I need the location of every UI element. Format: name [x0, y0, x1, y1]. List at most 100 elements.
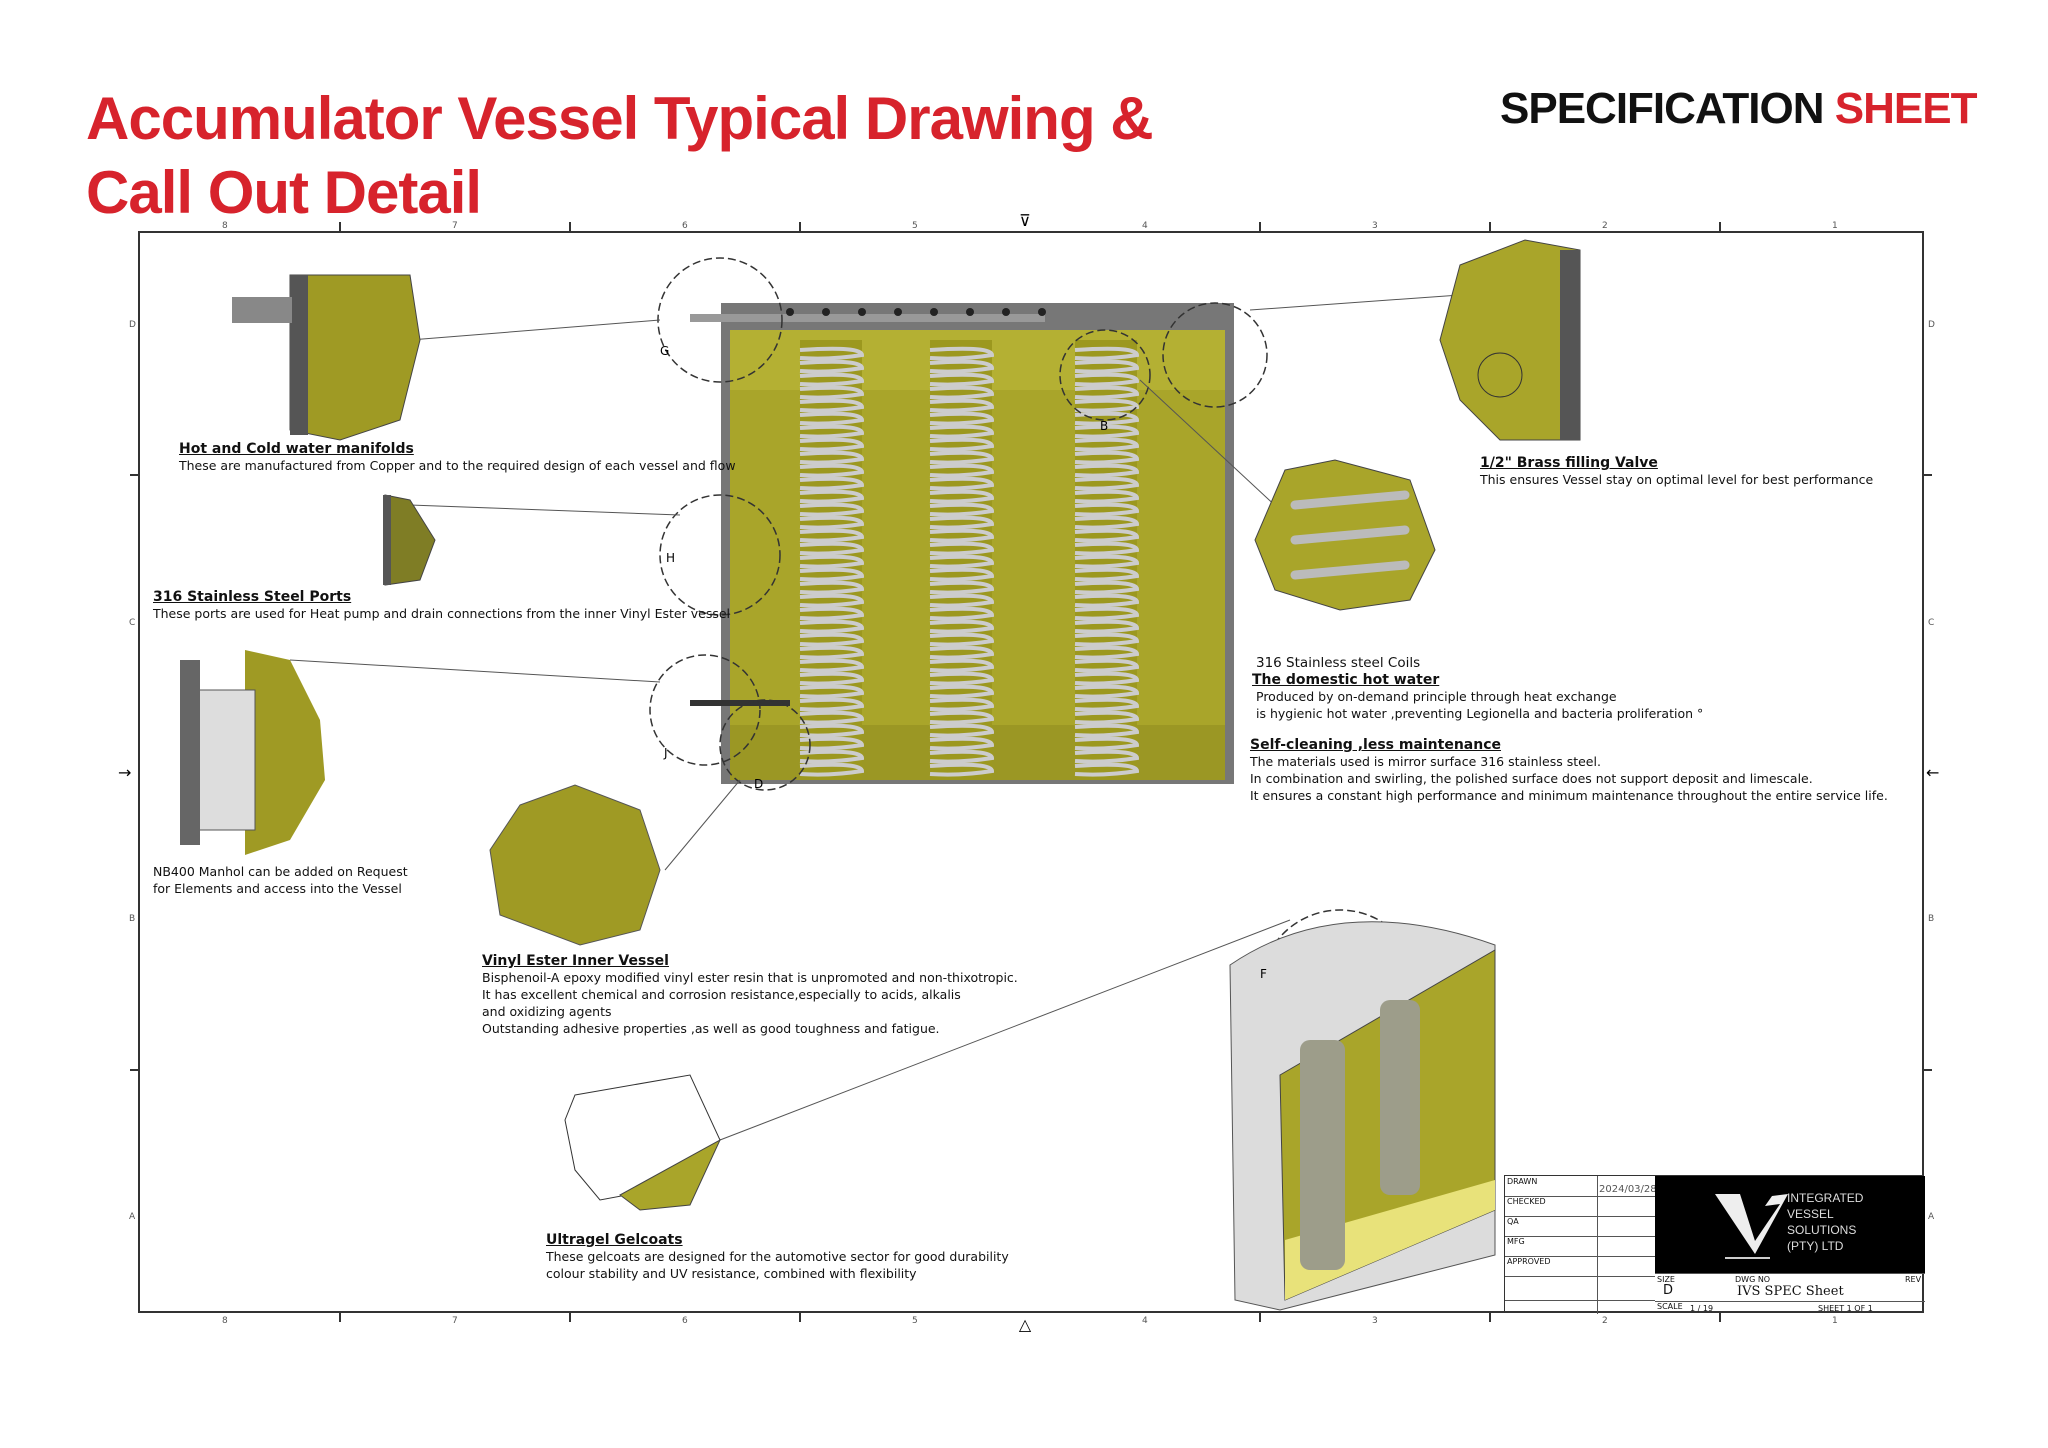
- coil-loop: [1074, 359, 1140, 374]
- coil-loop: [799, 515, 865, 530]
- coil-loop: [929, 580, 995, 595]
- drawing-frame: [138, 231, 1924, 1313]
- coil-loop: [929, 528, 995, 543]
- callout-desc: It has excellent chemical and corrosion …: [482, 987, 961, 1002]
- coil-loop: [929, 463, 995, 478]
- coil-loop: [929, 697, 995, 712]
- coil-loop: [929, 476, 995, 491]
- callout-desc: It ensures a constant high performance a…: [1250, 788, 1888, 803]
- callout-title: The domestic hot water: [1252, 672, 1440, 688]
- coil-loop: [799, 658, 865, 673]
- coil-loop: [799, 749, 865, 764]
- size-label: SIZE: [1657, 1275, 1675, 1284]
- coil-loop: [1074, 489, 1140, 504]
- coil-loop: [929, 619, 995, 634]
- col-label: 6: [682, 1316, 688, 1326]
- svg-text:△: △: [1019, 1315, 1032, 1334]
- coil-loop: [1074, 424, 1140, 439]
- company-name-line: VESSEL: [1787, 1207, 1834, 1221]
- coil-loop: [799, 684, 865, 699]
- coil-loop: [1074, 567, 1140, 582]
- detail-label-h: H: [666, 551, 675, 565]
- coil-loop: [1074, 476, 1140, 491]
- coil-loop: [929, 671, 995, 686]
- callout-desc: NB400 Manhol can be added on Request: [153, 864, 408, 879]
- col-label: 3: [1372, 221, 1378, 231]
- coil-loop: [1074, 762, 1140, 777]
- col-label: 8: [222, 221, 228, 231]
- coil-loop: [929, 411, 995, 426]
- coil-loop: [1074, 619, 1140, 634]
- coil-loop: [799, 645, 865, 660]
- coil-loop: [929, 606, 995, 621]
- coil-loop: [1074, 723, 1140, 738]
- callout-cleaning: Self-cleaning ,less maintenance The mate…: [1250, 737, 1888, 804]
- coil-loop: [929, 567, 995, 582]
- coil-loop: [1074, 632, 1140, 647]
- svg-text:→: →: [118, 763, 131, 782]
- callout-desc: Bisphenoil-A epoxy modified vinyl ester …: [482, 970, 1018, 985]
- coil-loop: [799, 437, 865, 452]
- col-label: 4: [1142, 1316, 1148, 1326]
- coil-loop: [799, 593, 865, 608]
- coil-loop: [1074, 697, 1140, 712]
- coil-loop: [799, 476, 865, 491]
- coil-loop: [1074, 450, 1140, 465]
- coil-loop: [929, 684, 995, 699]
- callout-desc: Produced by on-demand principle through …: [1256, 689, 1617, 704]
- coil-loop: [929, 749, 995, 764]
- coil-loop: [799, 411, 865, 426]
- coil-loop: [799, 632, 865, 647]
- coil-loop: [1074, 645, 1140, 660]
- col-label: 8: [222, 1316, 228, 1326]
- callout-title: 316 Stainless Steel Ports: [153, 589, 352, 605]
- col-label: 1: [1832, 221, 1838, 231]
- coil-loop: [929, 632, 995, 647]
- callout-desc: These gelcoats are designed for the auto…: [546, 1249, 1009, 1264]
- coil-loop: [1074, 658, 1140, 673]
- coil-loop: [1074, 710, 1140, 725]
- row-label: B: [129, 914, 136, 924]
- size-value: D: [1663, 1283, 1674, 1298]
- dwg-no-value: IVS SPEC Sheet: [1737, 1284, 1844, 1299]
- row-label: A: [1928, 1212, 1935, 1222]
- row-label: D: [129, 320, 136, 330]
- company-name-line: (PTY) LTD: [1787, 1239, 1844, 1253]
- col-label: 5: [912, 221, 918, 231]
- row-label: C: [129, 618, 136, 628]
- coil-loop: [929, 424, 995, 439]
- callout-desc: These ports are used for Heat pump and d…: [153, 606, 731, 621]
- coil-loop: [1074, 502, 1140, 517]
- coil-loop: [799, 502, 865, 517]
- vessel-section: [690, 303, 1234, 784]
- coil-loop: [799, 489, 865, 504]
- col-label: 2: [1602, 221, 1608, 231]
- callout-ports: 316 Stainless Steel Ports These ports ar…: [153, 589, 730, 622]
- company-name-line: SOLUTIONS: [1787, 1223, 1857, 1237]
- coil-loop: [929, 385, 995, 400]
- coil-loop: [1074, 736, 1140, 751]
- coil-loop: [929, 398, 995, 413]
- title-line-2: Call Out Detail: [86, 159, 482, 226]
- coil-loop: [1074, 398, 1140, 413]
- coil-loop: [799, 463, 865, 478]
- detail-label-f: F: [1260, 967, 1267, 981]
- coil-loop: [799, 554, 865, 569]
- coil-loop: [799, 528, 865, 543]
- coil-loop: [929, 346, 995, 361]
- coil-loop: [1074, 554, 1140, 569]
- callout-title: Vinyl Ester Inner Vessel: [482, 953, 669, 969]
- coil-loop: [799, 359, 865, 374]
- drawn-label: DRAWN: [1507, 1177, 1538, 1186]
- coil-loop: [1074, 528, 1140, 543]
- qa-label: QA: [1507, 1217, 1519, 1226]
- dwg-no-label: DWG NO: [1735, 1275, 1771, 1284]
- callout-vinyl: Vinyl Ester Inner Vessel Bisphenoil-A ep…: [482, 953, 1018, 1037]
- callout-desc: In combination and swirling, the polishe…: [1250, 771, 1813, 786]
- spec-word: SPECIFICATION: [1500, 84, 1825, 133]
- callout-caption: 316 Stainless steel Coils: [1256, 655, 1421, 671]
- coil-loop: [799, 723, 865, 738]
- coil-loop: [799, 619, 865, 634]
- detail-label-g: G: [660, 344, 669, 358]
- detail-label-j: J: [663, 746, 668, 760]
